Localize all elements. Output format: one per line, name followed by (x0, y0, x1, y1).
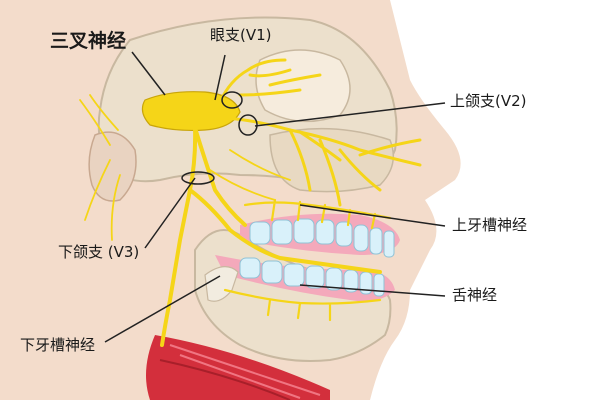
lower-alveolar-label: 下牙槽神经 (20, 338, 95, 353)
trigeminal-ganglion (142, 92, 240, 131)
v1-label: 眼支(V1) (210, 28, 272, 43)
lingual-label: 舌神经 (452, 288, 497, 303)
v2-label: 上颌支(V2) (450, 94, 527, 109)
zygomatic-bone (270, 129, 393, 192)
v3-label: 下颌支 (V3) (58, 245, 139, 260)
title-label: 三叉神经 (50, 32, 126, 51)
upper-alveolar-label: 上牙槽神经 (452, 218, 527, 233)
